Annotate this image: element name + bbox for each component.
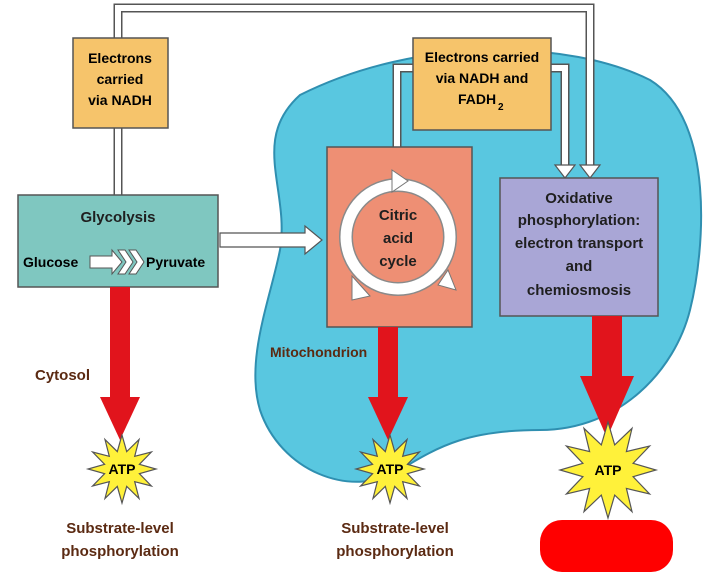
glucose-label: Glucose bbox=[23, 254, 78, 270]
pyruvate-to-citric-arrow bbox=[219, 224, 323, 256]
caption-left-line1: Substrate-level bbox=[66, 520, 174, 537]
electrons-nadh-fadh-line2: via NADH and bbox=[436, 70, 529, 86]
cycle-arrowhead-top bbox=[391, 169, 409, 193]
atp-star-middle: ATP bbox=[353, 432, 427, 506]
cytosol-label: Cytosol bbox=[35, 367, 90, 384]
oxidative-line2: phosphorylation: bbox=[518, 212, 641, 229]
citric-line1: Citric bbox=[379, 207, 417, 224]
electrons-nadh-line2: carried bbox=[97, 71, 144, 87]
atp-arrow-glycolysis bbox=[100, 287, 140, 440]
redaction-blob bbox=[540, 520, 673, 572]
citric-acid-cycle-box: Citric acid cycle bbox=[326, 146, 473, 328]
mitochondrion-label: Mitochondrion bbox=[270, 344, 367, 360]
electrons-nadh-fadh-line1: Electrons carried bbox=[425, 49, 539, 65]
oxidative-phosphorylation-box: Oxidative phosphorylation: electron tran… bbox=[499, 177, 659, 317]
atp-star-left: ATP bbox=[85, 432, 159, 506]
atp-arrow-oxidative bbox=[580, 316, 634, 438]
oxidative-line3: electron transport bbox=[515, 235, 643, 252]
caption-middle-line1: Substrate-level bbox=[341, 520, 449, 537]
atp-star-right: ATP bbox=[557, 419, 659, 521]
cycle-arrowhead-right bbox=[437, 268, 457, 291]
atp-label-middle: ATP bbox=[377, 461, 404, 477]
oxidative-line5: chemiosmosis bbox=[527, 282, 631, 299]
caption-left-line2: phosphorylation bbox=[61, 543, 179, 560]
pyruvate-label: Pyruvate bbox=[146, 254, 205, 270]
electrons-nadh-fadh-box: Electrons carried via NADH and FADH 2 bbox=[412, 37, 552, 131]
citric-line2: acid bbox=[383, 230, 413, 247]
citric-line3: cycle bbox=[379, 253, 417, 270]
glucose-to-pyruvate-chevrons bbox=[89, 248, 145, 276]
atp-arrow-citric bbox=[368, 327, 408, 440]
electrons-nadh-fadh-line3: FADH bbox=[458, 91, 496, 107]
glycolysis-box: Glycolysis Glucose Pyruvate bbox=[17, 194, 219, 288]
electrons-nadh-line3: via NADH bbox=[88, 92, 152, 108]
oxidative-line1: Oxidative bbox=[545, 190, 613, 207]
oxidative-line4: and bbox=[566, 258, 593, 275]
atp-label-right: ATP bbox=[595, 462, 622, 478]
cycle-arrowhead-left bbox=[351, 274, 371, 301]
fadh-subscript: 2 bbox=[498, 102, 504, 113]
caption-middle-line2: phosphorylation bbox=[336, 543, 454, 560]
glycolysis-title: Glycolysis bbox=[80, 209, 155, 226]
atp-label-left: ATP bbox=[109, 461, 136, 477]
electrons-nadh-box: Electrons carried via NADH bbox=[72, 37, 169, 129]
electrons-nadh-line1: Electrons bbox=[88, 50, 152, 66]
